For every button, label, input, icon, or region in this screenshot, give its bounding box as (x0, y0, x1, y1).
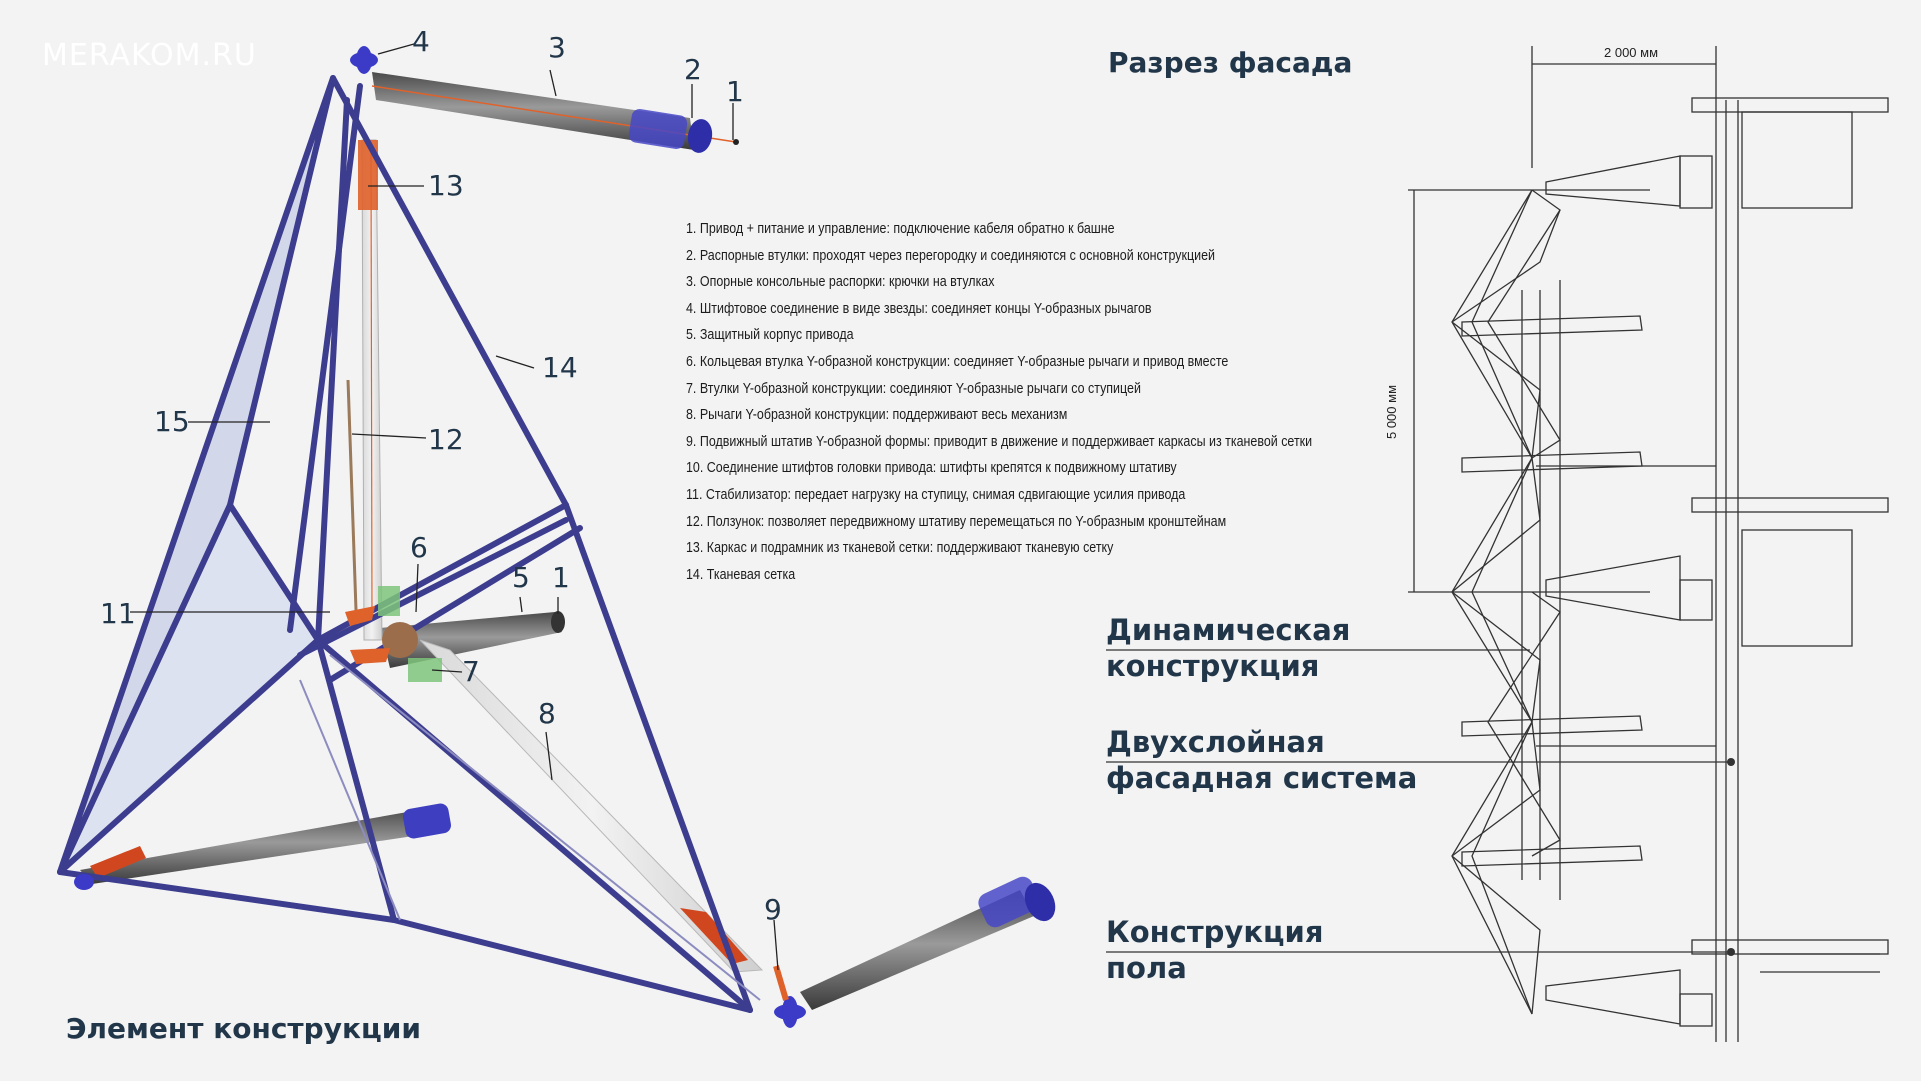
label-line: Двухслойная (1106, 725, 1325, 759)
leader-lines (130, 43, 779, 971)
label-line: конструкция (1106, 649, 1320, 683)
legend-item: 9. Подвижный штатив Y-образной формы: пр… (686, 433, 1313, 450)
legend-item: 4. Штифтовое соединение в виде звезды: с… (686, 300, 1152, 317)
membrane-lower (60, 505, 318, 872)
legend-item: 3. Опорные консольные распорки: крючки н… (686, 274, 995, 291)
callout-3: 3 (548, 31, 566, 64)
legend-item: 11. Стабилизатор: передает нагрузку на с… (686, 486, 1186, 503)
legend-item: 5. Защитный корпус привода (686, 327, 854, 344)
legend-item: 1. Привод + питание и управление: подклю… (686, 221, 1115, 237)
callout-12: 12 (428, 423, 464, 456)
callout-14: 14 (542, 351, 578, 384)
callout-1-mid: 1 (552, 561, 570, 594)
star-joint-bottom (774, 996, 806, 1028)
label-line: Динамическая (1106, 613, 1351, 647)
callout-8: 8 (538, 697, 556, 730)
star-joint-top (350, 46, 378, 74)
legend-item: 13. Каркас и подрамник из тканевой сетки… (686, 540, 1114, 557)
floor-structure-label: Конструкция пола (1106, 914, 1323, 986)
legend-item: 8. Рычаги Y-образной конструкции: поддер… (686, 407, 1068, 424)
dynamic-structure-label: Динамическая конструкция (1106, 612, 1350, 684)
double-facade-label: Двухслойная фасадная система (1106, 724, 1417, 796)
callout-11: 11 (100, 597, 136, 630)
legend-list: 1. Привод + питание и управление: подклю… (686, 216, 1414, 588)
section-title: Разрез фасада (1108, 46, 1353, 79)
callout-7: 7 (462, 655, 480, 688)
callout-4: 4 (412, 25, 430, 58)
legend-item: 2. Распорные втулки: проходят через пере… (686, 247, 1216, 264)
br-actuator (800, 876, 1056, 1010)
callout-2: 2 (684, 53, 702, 86)
element-title: Элемент конструкции (66, 1012, 421, 1045)
callout-5: 5 (512, 561, 530, 594)
central-hub (345, 586, 442, 682)
label-line: пола (1106, 951, 1187, 985)
callout-1-top: 1 (726, 75, 744, 108)
frame (57, 75, 753, 1013)
lower-actuator (80, 803, 451, 884)
label-line: фасадная система (1106, 761, 1418, 795)
callout-15: 15 (154, 405, 190, 438)
mid-actuator (380, 611, 565, 668)
legend-item: 7. Втулки Y-образной конструкции: соедин… (686, 380, 1141, 397)
y-arm (419, 639, 764, 973)
legend-item: 6. Кольцевая втулка Y-образной конструкц… (686, 353, 1229, 370)
label-line: Конструкция (1106, 915, 1324, 949)
width-dimension-text: 2 000 мм (1604, 45, 1658, 60)
callout-13: 13 (428, 169, 464, 202)
watermark: MERAKOM.RU (42, 38, 257, 73)
top-strut (371, 72, 739, 153)
structure-illustration (57, 43, 1056, 1028)
callout-6: 6 (410, 531, 428, 564)
legend-item: 14. Тканевая сетка (686, 566, 796, 583)
callout-9: 9 (764, 893, 782, 926)
legend-item: 10. Соединение штифтов головки привода: … (686, 460, 1177, 477)
legend-item: 12. Ползунок: позволяет передвижному шта… (686, 513, 1227, 530)
